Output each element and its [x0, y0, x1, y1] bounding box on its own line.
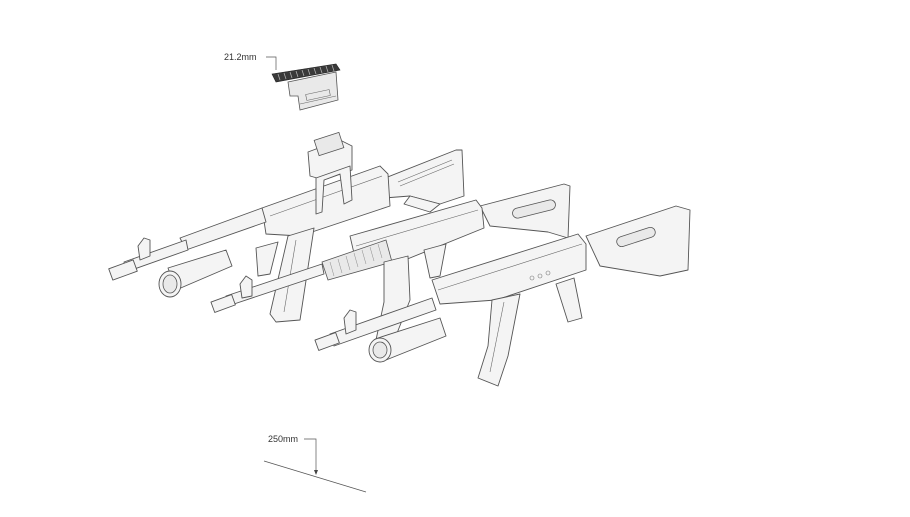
rail-dimension-leader [266, 56, 277, 70]
ground-dimension-label: 250mm [268, 434, 299, 444]
rail-dimension-label: 21.2mm [224, 52, 257, 62]
rifle-3 [314, 205, 691, 387]
ground-dimension [263, 438, 367, 493]
scope-mount [271, 63, 341, 111]
rifle-1 [108, 131, 465, 323]
rifle-2 [210, 183, 571, 347]
